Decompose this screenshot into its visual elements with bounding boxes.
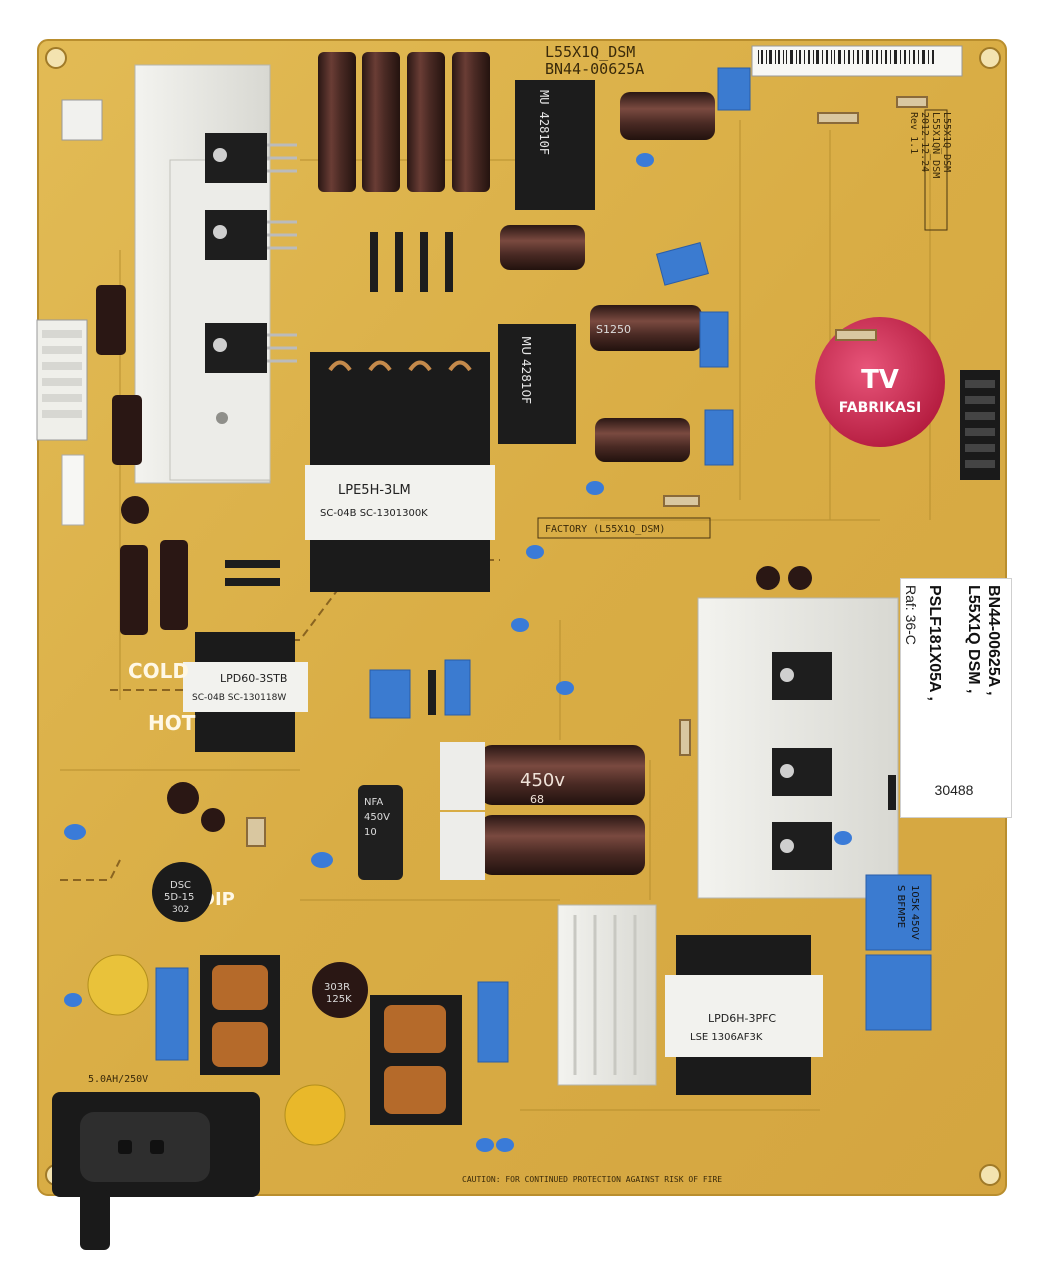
label-ref: Raf: 36-C [903,585,919,645]
nfa-line2: 450V [364,812,390,823]
fuse-rating: 5.0AH/250V [88,1074,148,1085]
transformer-small-line2: SC-04B SC-130118W [192,693,286,703]
watermark-line2: FABRIKASI [839,400,921,416]
pfc-transformer: LPD6H-3PFC LSE 1306AF3K [665,935,823,1095]
emi-chokes [200,955,462,1125]
connector-small [61,99,103,141]
label-line-3: PSLF181X05A , [926,585,943,701]
watermark-logo: TV FABRIKASI [815,317,945,447]
film-cap-rating: 105K 450V [909,885,920,940]
ntc-line3: 302 [172,905,189,915]
watermark-line1: TV [861,365,899,395]
transformer-small-line1: LPD60-3STB [220,672,287,685]
transformer-main-line2: SC-04B SC-1301300K [320,508,428,519]
label-line-1: BN44-00625A , [985,585,1002,696]
cold-label: COLD [128,659,189,683]
transformer-main-line1: LPE5H-3LM [338,483,411,498]
label-line-2: L55X1Q DSM , [965,585,982,694]
number-sticker: 30488 [902,766,1006,814]
cap-nfa [358,785,403,880]
transformer-pfc-line2: LSE 1306AF3K [690,1032,763,1043]
choke-top [515,80,595,210]
heatsink-middle [557,904,657,1086]
pcb-board [38,40,1006,1195]
model-line-1: L55X1Q_DSM [941,112,952,172]
board-part-number: BN44-00625A [545,60,644,78]
board-name: L55X1Q_DSM [545,43,635,61]
model-line-3: 2012.12.24 [919,112,930,172]
choke-mid-label: MU 42810F [519,336,533,404]
film-caps-right: 105K 450V S BFMPE [865,874,932,1031]
label-number: 30488 [934,782,974,798]
cap-horizontal-2 [500,225,585,270]
varistor-yellow [87,954,149,1016]
inductor-line1: 303R [324,982,350,993]
ntc-line1: DSC [170,880,191,891]
model-line-2: L55X1QN_DSM [930,112,941,178]
inductor-round [312,962,368,1018]
film-cap-type: S BFMPE [895,885,906,928]
bulk-cap-voltage: 450v [520,770,565,791]
nfa-line1: NFA [364,797,383,808]
mosfets-left [205,133,297,373]
transformer-pfc-line1: LPD6H-3PFC [708,1012,776,1025]
cap-horizontal-1 [620,92,715,140]
nfa-line3: 10 [364,827,377,838]
bulk-capacitors: 450v 68 [440,742,645,880]
ac-inlet [52,1092,260,1250]
main-transformer: LPE5H-3LM SC-04B SC-1301300K [305,352,495,592]
hot-label: HOT [148,711,196,735]
choke-top-label: MU 42810F [537,90,551,155]
ntc-line2: 5D-15 [164,892,194,903]
model-line-4: Rev 1.1 [908,112,919,154]
bulk-cap-value: 68 [530,793,544,806]
small-transformer: LPD60-3STB SC-04B SC-130118W [183,632,308,752]
capacitors-top [318,52,490,192]
cap-small-label: S1250 [596,323,631,336]
factory-label: FACTORY (L55X1Q_DSM) [545,524,665,535]
ntc-thermistor [152,862,212,922]
caution-text: CAUTION: FOR CONTINUED PROTECTION AGAINS… [462,1175,722,1184]
inductor-line2: 125K [326,994,352,1005]
